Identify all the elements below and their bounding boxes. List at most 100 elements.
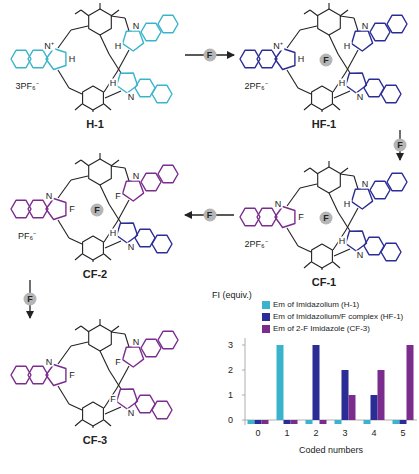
fluoride-ion: F: [320, 54, 333, 67]
axis-title: FI (equiv.): [212, 291, 252, 300]
tick-label: 5: [400, 429, 405, 438]
legend-swatch: [262, 313, 270, 321]
compound-label: H-1: [84, 118, 106, 130]
atom-label: F: [297, 213, 305, 222]
bar: [284, 420, 291, 424]
naphthimidazole-arm: [117, 389, 172, 419]
tick-label: 3: [228, 341, 233, 350]
counter-ion: 2PF₆⁻: [243, 82, 268, 91]
bar: [400, 420, 407, 424]
naphthimidazole-arm: [240, 207, 295, 228]
naphthimidazole-arm: [352, 15, 407, 51]
naphthimidazole-arm: [123, 165, 178, 201]
tick-label: 0: [255, 429, 260, 438]
atom-label: F: [68, 371, 76, 380]
atom-label: N: [127, 93, 136, 102]
fluoride-ion: F: [91, 204, 104, 217]
atom-label: N: [356, 251, 365, 260]
atom-label: N: [127, 409, 136, 418]
counter-ion: PF₆⁻: [17, 232, 37, 241]
bar: [291, 420, 298, 424]
bar: [393, 420, 400, 424]
legend-swatch: [262, 325, 270, 333]
axis-title: Coded numbers: [299, 446, 363, 455]
bar: [320, 420, 327, 424]
molecule-node: CF-3: [5, 318, 185, 446]
atom-label: N: [361, 180, 370, 189]
compound-label: CF-3: [81, 434, 109, 446]
atom-label: H: [343, 200, 352, 209]
bar: [313, 345, 320, 420]
atom-label: H: [297, 55, 306, 64]
tick: [242, 420, 245, 421]
naphthimidazole-arm: [11, 199, 66, 220]
atom-label: N: [132, 338, 141, 347]
tick-label: 0: [228, 416, 233, 425]
atom-label: F: [109, 395, 117, 404]
naphthimidazole-arm: [352, 173, 407, 209]
atom-label: N: [132, 22, 141, 31]
baseline: [245, 420, 417, 421]
bar: [335, 420, 342, 424]
compound-label: HF-1: [310, 118, 338, 130]
tick-label: 4: [371, 429, 376, 438]
atom-label: N: [356, 93, 365, 102]
bar: [255, 420, 262, 424]
bar: [371, 395, 378, 420]
legend-swatch: [262, 301, 270, 309]
atom-label: H: [109, 79, 118, 88]
atom-label: H: [114, 42, 123, 51]
tick-label: 2: [313, 429, 318, 438]
tick: [242, 345, 245, 346]
atom-label: N: [132, 172, 141, 181]
naphthimidazole-arm: [346, 231, 401, 261]
compound-label: CF-2: [81, 268, 109, 280]
atom-label: N: [274, 200, 283, 209]
naphthimidazole-arm: [123, 15, 178, 51]
tick: [242, 395, 245, 396]
cage-frame: [287, 161, 358, 270]
atom-label: H: [343, 42, 352, 51]
y-axis: [245, 338, 246, 425]
atom-label: H: [338, 237, 347, 246]
reagent-label: F: [203, 49, 216, 62]
bar-chart: [242, 338, 417, 425]
molecule-node: H-1: [5, 2, 185, 130]
reagent-label: F: [394, 139, 407, 152]
bar: [364, 420, 371, 424]
legend-text: Em of Imidazolium/F complex (HF-1): [273, 312, 403, 322]
bar: [407, 345, 414, 420]
legend-text: Em of Imidazolium (H-1): [273, 300, 359, 310]
legend-text: Em of 2-F Imidazole (CF-3): [273, 324, 370, 334]
bar: [306, 420, 313, 424]
atom-label: N⁺: [272, 42, 284, 51]
naphthimidazole-arm: [117, 73, 172, 103]
bar: [277, 345, 284, 420]
molecule-drawing: [240, 161, 407, 270]
cage-frame: [58, 153, 129, 262]
atom-label: N: [361, 22, 370, 31]
naphthimidazole-arm: [11, 365, 66, 386]
bar: [378, 370, 385, 420]
compound-label: CF-1: [310, 276, 338, 288]
atom-label: F: [68, 205, 76, 214]
tick-label: 2: [228, 366, 233, 375]
cage-frame: [58, 319, 129, 428]
atom-label: F: [114, 192, 122, 201]
atom-label: H: [68, 55, 77, 64]
atom-label: N: [127, 243, 136, 252]
naphthimidazole-arm: [240, 49, 295, 70]
counter-ion: 3PF₆⁻: [14, 82, 39, 91]
reagent-label: F: [203, 209, 216, 222]
molecule-drawing: [240, 3, 407, 112]
tick-label: 3: [342, 429, 347, 438]
naphthimidazole-arm: [117, 223, 172, 253]
counter-ion: 2PF₆⁻: [243, 240, 268, 249]
bar: [262, 420, 269, 424]
atom-label: H: [338, 79, 347, 88]
atom-label: H: [109, 229, 118, 238]
fluoride-ion: F: [320, 212, 333, 225]
naphthimidazole-arm: [346, 73, 401, 103]
